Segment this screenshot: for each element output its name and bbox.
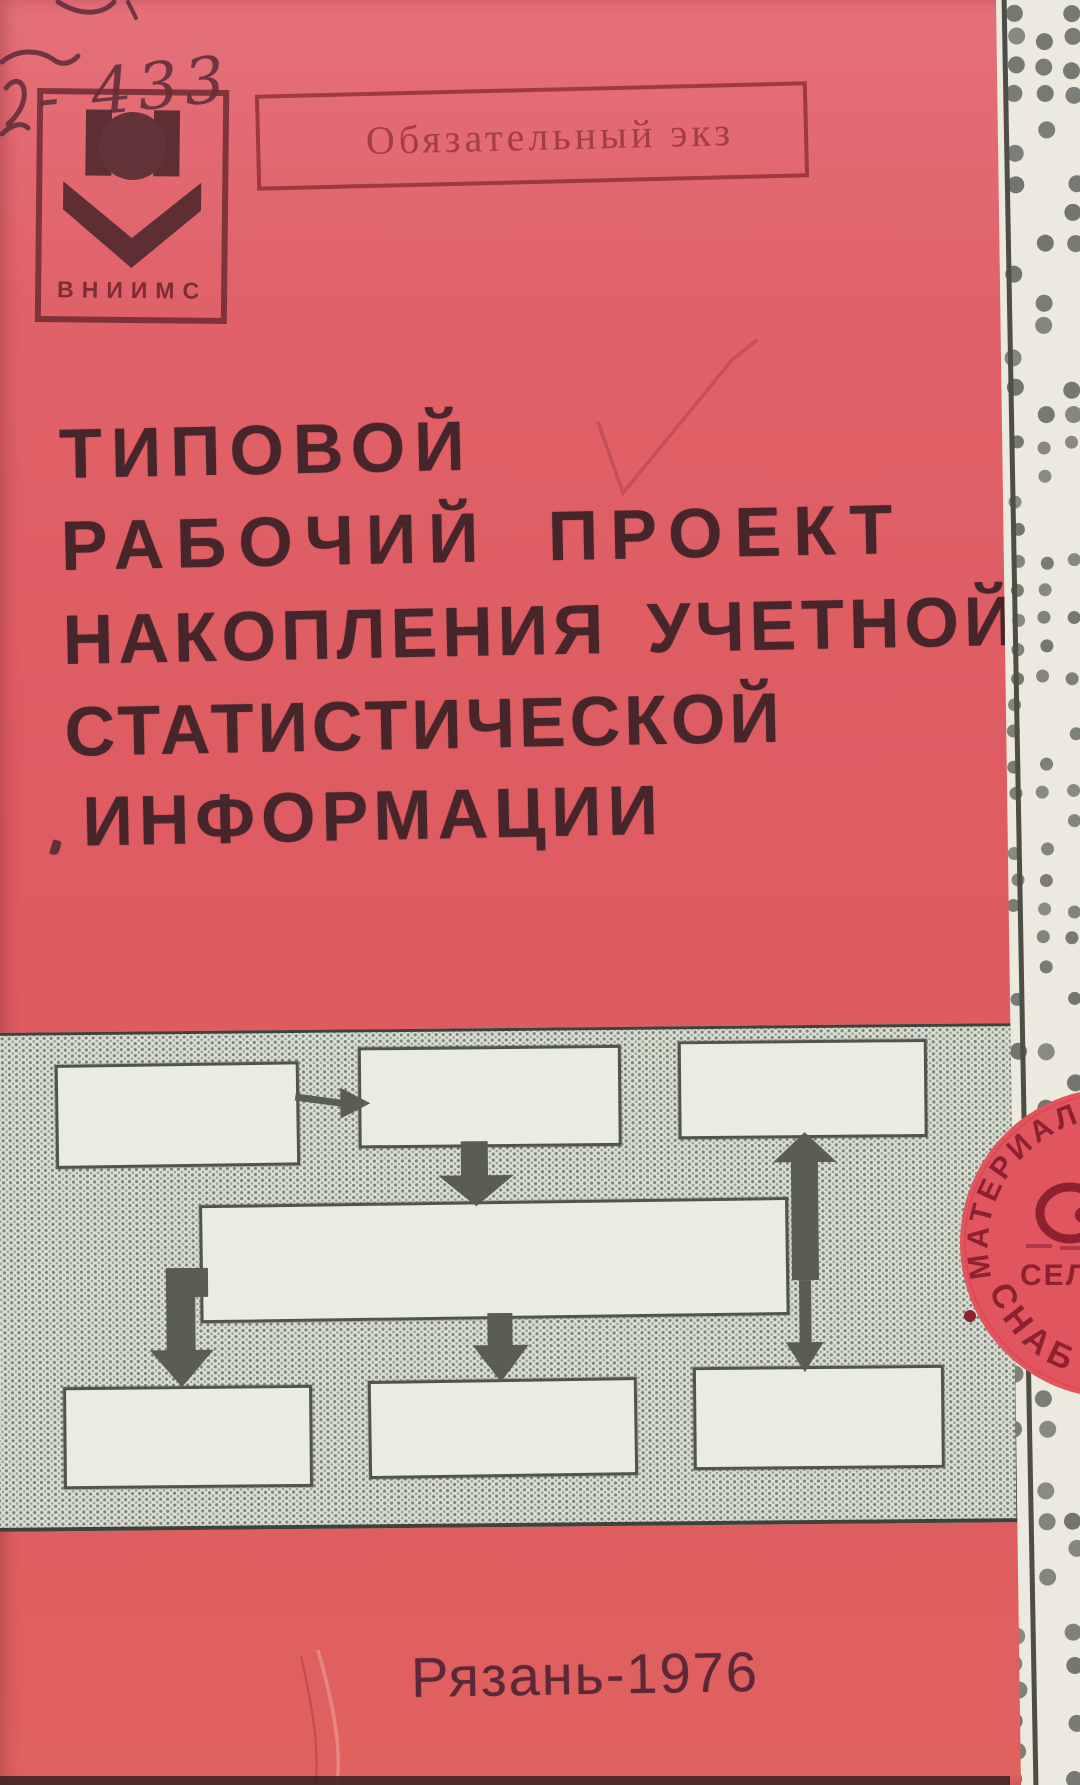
punch-hole (1005, 4, 1023, 22)
punch-hole (1038, 902, 1052, 916)
punch-hole (1036, 930, 1050, 944)
punch-hole (1066, 1770, 1080, 1785)
punch-hole (1039, 1568, 1057, 1586)
punch-hole (1063, 381, 1080, 399)
flowchart-band (0, 1023, 1021, 1532)
punch-hole (1035, 294, 1053, 312)
punch-hole (1065, 931, 1079, 945)
punch-hole (1038, 583, 1052, 597)
punch-hole (1034, 1390, 1052, 1408)
punch-hole (1037, 610, 1051, 624)
logo-frame (34, 87, 230, 324)
punch-hole (1066, 1074, 1080, 1092)
punch-hole (1038, 121, 1056, 139)
punch-hole (1008, 27, 1026, 45)
punch-hole (1065, 86, 1080, 104)
punch-hole (1064, 1623, 1080, 1641)
punch-hole (1041, 842, 1055, 856)
punch-hole (1037, 1482, 1055, 1500)
punch-hole (1036, 234, 1054, 252)
vniims-logo: ВНИИМС (34, 87, 230, 324)
sticker-emblem-ring (1035, 1182, 1080, 1244)
punch-hole (1068, 991, 1080, 1005)
punch-hole (1007, 176, 1025, 194)
punch-hole (1039, 1420, 1057, 1438)
selkhozsnab-sticker: МАТЕРИАЛЬН СНАБ СЕЛЬХ (960, 1091, 1080, 1394)
punch-hole (1064, 203, 1080, 221)
punch-hole (1040, 757, 1054, 771)
punch-hole (1068, 1539, 1080, 1557)
punch-hole (1067, 783, 1080, 797)
punch-hole (1038, 1513, 1056, 1531)
punch-hole (1037, 1043, 1055, 1061)
punch-hole (1038, 469, 1052, 483)
punch-hole (1063, 5, 1080, 23)
flowchart-arrows (149, 1087, 837, 1388)
punch-hole (1064, 27, 1080, 45)
logo-emblem (62, 109, 202, 268)
punch-hole (1067, 814, 1080, 828)
punch-hole (1069, 727, 1080, 741)
punch-hole (1065, 435, 1079, 449)
sticker-bullet (964, 1310, 976, 1322)
punch-hole (1068, 175, 1080, 193)
punch-hole (1067, 235, 1080, 253)
punch-hole (1039, 874, 1053, 888)
punch-hole (1067, 611, 1080, 625)
punch-hole (1039, 960, 1053, 974)
punch-hole (1037, 406, 1055, 424)
punch-hole (1065, 672, 1079, 686)
punch-hole (1006, 144, 1024, 162)
punch-hole (1066, 1656, 1080, 1674)
punch-hole (1063, 1512, 1080, 1530)
punch-hole (1068, 1714, 1080, 1732)
punch-hole (1007, 56, 1025, 74)
punch-hole (1036, 84, 1054, 102)
punch-hole (1040, 556, 1054, 570)
punch-hole (1035, 785, 1049, 799)
punch-hole (1036, 669, 1050, 683)
punch-hole (1035, 316, 1053, 334)
punch-hole (1035, 33, 1053, 51)
book-bottom-edge (0, 1776, 1010, 1785)
punch-hole (1040, 639, 1054, 653)
sticker-middle-text: СЕЛЬХ (1020, 1259, 1080, 1292)
punch-hole (1063, 62, 1080, 80)
sticker-circle (960, 1092, 1080, 1394)
punch-hole (1006, 898, 1020, 912)
punch-hole (1065, 406, 1080, 424)
logo-text: ВНИИМС (57, 276, 207, 304)
punch-hole (1005, 84, 1023, 102)
punch-hole (1037, 441, 1051, 455)
punch-hole (1067, 553, 1080, 567)
punch-hole (1067, 905, 1080, 919)
punch-hole (1035, 58, 1053, 76)
